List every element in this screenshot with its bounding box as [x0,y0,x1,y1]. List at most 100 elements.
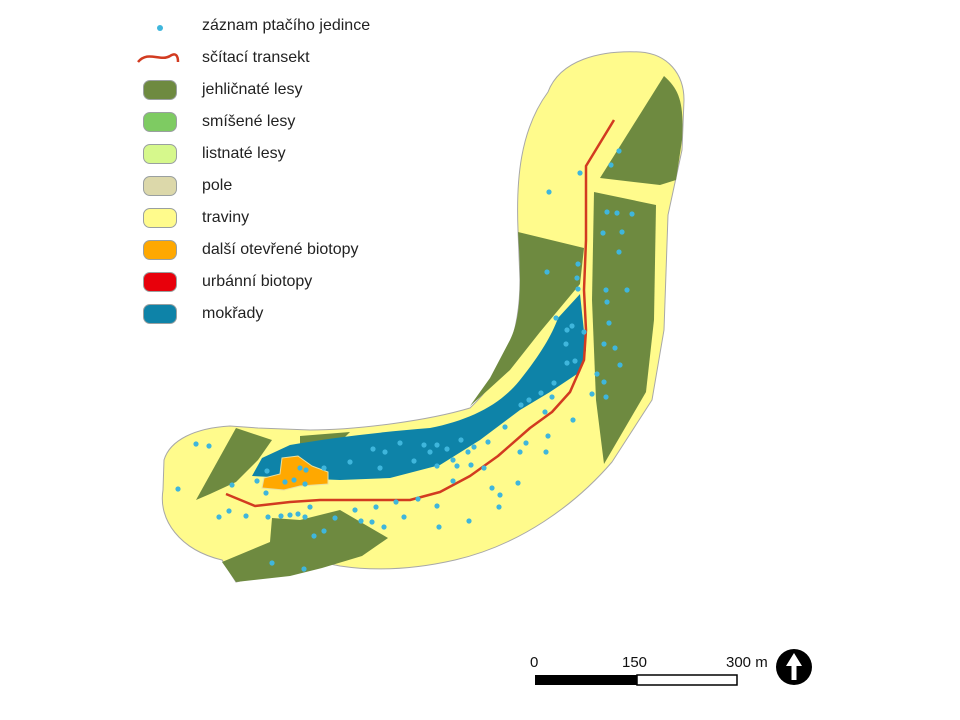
bird-record-point [421,442,427,448]
bird-record-point [624,287,630,293]
bird-record-point [291,477,297,483]
legend-swatch [143,208,177,228]
bird-record-point [468,462,474,468]
legend-swatch [143,304,177,324]
bird-record-point [517,449,523,455]
bird-record-point [377,465,383,471]
north-arrow-icon [776,649,812,685]
scale-label-300: 300 m [726,654,768,671]
bird-record-point [301,566,307,572]
bird-record-point [397,440,403,446]
bird-record-point [502,424,508,430]
bird-record-point [577,170,583,176]
bird-record-point [450,457,456,463]
legend-item: sčítací transekt [140,46,440,72]
bird-record-point [434,463,440,469]
bird-record-point [544,269,550,275]
bird-record-point [434,503,440,509]
bird-record-point [601,379,607,385]
bird-record-point [287,512,293,518]
legend-swatch [143,176,177,196]
bird-record-point [307,504,313,510]
legend-item: smíšené lesy [140,110,440,136]
bird-record-point [601,341,607,347]
bird-record-point [543,449,549,455]
bird-record-point [229,482,235,488]
bird-record-point [564,327,570,333]
legend-item: mokřady [140,302,440,328]
bird-record-point [600,230,606,236]
legend-swatch [143,240,177,260]
legend-item: traviny [140,206,440,232]
legend-label: listnaté lesy [202,145,286,162]
bird-record-point [370,446,376,452]
bird-record-point [574,275,580,281]
coniferous-forest-patch-sw [222,510,388,582]
bird-record-point [226,508,232,514]
bird-record-point [603,287,609,293]
bird-record-point [175,486,181,492]
bird-record-point [393,499,399,505]
survey-transect [225,119,616,508]
bird-record-point [269,560,275,566]
bird-record-point [496,504,502,510]
bird-record-point [489,485,495,491]
bird-record-point [381,524,387,530]
bird-record-point [415,496,421,502]
bird-record-point [526,397,532,403]
bird-record-point [352,507,358,513]
bird-record-point [616,148,622,154]
open-habitat-patch [261,455,329,491]
bird-records-layer [175,148,635,572]
bird-record-point [614,210,620,216]
bird-record-point [263,490,269,496]
bird-record-point [297,465,303,471]
bird-record-point [382,449,388,455]
bird-record-point [465,449,471,455]
bird-record-point [216,514,222,520]
bird-record-point [444,446,450,452]
bird-record-point [411,458,417,464]
bird-record-point [434,442,440,448]
legend-label: pole [202,177,233,194]
bird-record-point [575,286,581,292]
bird-record-point [264,468,270,474]
legend-swatch [143,272,177,292]
bird-record-point [471,444,477,450]
bird-record-point [603,394,609,400]
bird-record-point [604,299,610,305]
bird-record-point [629,211,635,217]
bird-record-point [369,519,375,525]
bird-record-point [466,518,472,524]
legend-swatch [143,112,177,132]
legend-swatch [143,80,177,100]
legend-item: pole [140,174,440,200]
bird-record-point [450,478,456,484]
bird-record-point [589,391,595,397]
bird-record-point [563,341,569,347]
bird-record-point [608,162,614,168]
bird-record-point [358,518,364,524]
bird-record-point [518,402,524,408]
bird-record-point [569,323,575,329]
bird-record-point [604,209,610,215]
bird-record-point [515,480,521,486]
bird-record-point [311,533,317,539]
bird-record-point [617,362,623,368]
bird-record-point [542,409,548,415]
bird-record-point [243,513,249,519]
legend-label: smíšené lesy [202,113,296,130]
bird-record-point [564,360,570,366]
bird-record-point [575,261,581,267]
legend-label: záznam ptačího jedince [202,17,371,34]
legend-point-symbol [157,25,163,31]
legend-label: sčítací transekt [202,49,310,66]
bird-record-point [458,437,464,443]
bird-record-point [302,481,308,487]
bird-record-point [619,229,625,235]
legend-label: jehličnaté lesy [202,81,303,98]
legend-transect-symbol [137,53,180,63]
bird-record-point [278,513,284,519]
legend-item: urbánní biotopy [140,270,440,296]
